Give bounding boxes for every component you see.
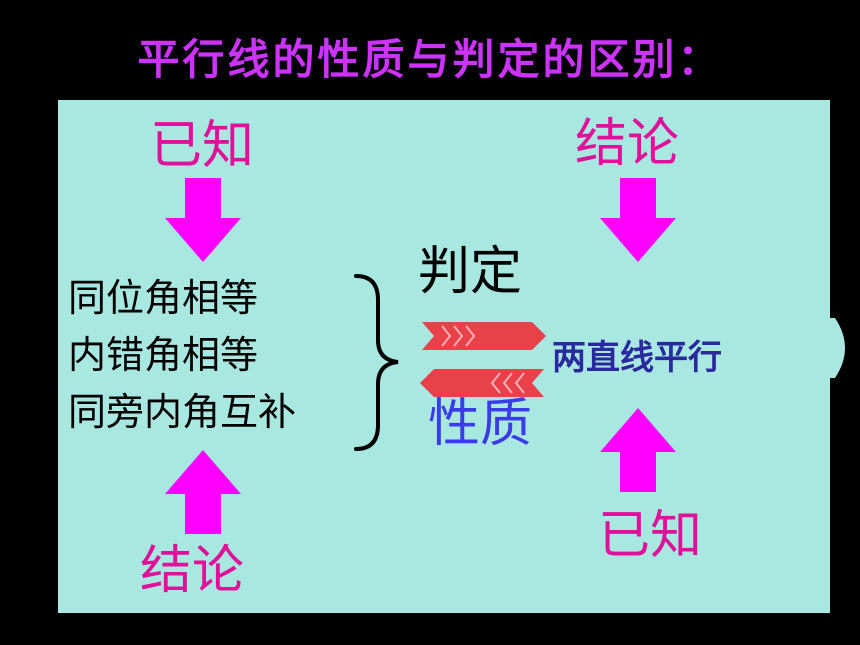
condition-item: 同旁内角互补 [68,390,297,434]
condition-item: 内错角相等 [68,333,259,377]
page-title: 平行线的性质与判定的区别： [137,35,723,84]
conditions-list: 同位角相等 内错角相等 同旁内角互补 [68,270,296,441]
left-given-label: 已知 [150,116,255,176]
judgement-label: 判定 [418,242,523,302]
condition-item: 同位角相等 [68,276,259,320]
up-arrow-right [600,408,676,492]
left-conclusion-label: 结论 [140,541,245,601]
panel-notch [825,318,845,378]
down-arrow-right [600,178,676,262]
right-curly-brace [354,274,399,451]
right-conclusion-label: 结论 [575,114,680,174]
conclusion-text: 两直线平行 [552,338,722,378]
right-given-label: 已知 [598,506,703,566]
up-arrow-left [165,450,241,534]
judgement-arrow-right [422,322,546,350]
property-arrow-left [420,369,544,397]
property-label: 性质 [428,394,533,454]
down-arrow-left [165,178,241,262]
